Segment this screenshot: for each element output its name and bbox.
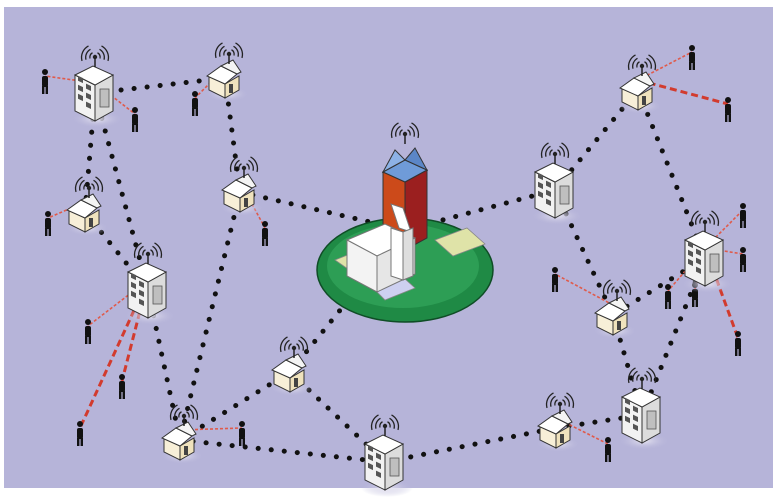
client-link bbox=[44, 75, 96, 84]
antenna-signal-icon bbox=[602, 279, 632, 301]
antenna-signal-icon bbox=[279, 336, 309, 358]
person-icon bbox=[85, 319, 91, 344]
client-link bbox=[94, 82, 136, 115]
person-icon bbox=[665, 284, 671, 309]
antenna-signal-icon bbox=[229, 156, 259, 178]
antenna-signal-icon bbox=[627, 367, 657, 389]
house-icon bbox=[65, 176, 109, 236]
client-link bbox=[667, 247, 706, 292]
person-icon bbox=[552, 267, 558, 292]
person-icon bbox=[605, 437, 611, 462]
mesh-link-n13-n14 bbox=[382, 425, 559, 465]
mesh-link-n3-n4 bbox=[82, 209, 151, 293]
person-icon bbox=[725, 97, 731, 122]
house-icon bbox=[618, 54, 662, 114]
person-icon bbox=[735, 331, 741, 356]
person-icon bbox=[45, 211, 51, 236]
person-icon bbox=[262, 221, 268, 246]
mesh-link-n6-n12 bbox=[177, 369, 293, 443]
person-icon bbox=[132, 107, 138, 132]
person-icon bbox=[77, 421, 83, 446]
nodes-layer bbox=[65, 42, 733, 497]
office-building-icon bbox=[124, 242, 176, 325]
person-icon bbox=[740, 247, 746, 272]
antenna-signal-icon bbox=[627, 54, 657, 76]
office-building-icon bbox=[361, 414, 413, 497]
client-link bbox=[554, 273, 614, 306]
church-tower-icon bbox=[316, 122, 494, 323]
person-icon bbox=[740, 203, 746, 228]
house-icon bbox=[536, 392, 580, 452]
person-icon bbox=[192, 91, 198, 116]
antenna-signal-icon bbox=[80, 45, 110, 67]
person-icon bbox=[239, 421, 245, 446]
central-hub bbox=[316, 122, 494, 323]
person-icon bbox=[119, 374, 125, 399]
mesh-link-n9-n10 bbox=[635, 87, 708, 261]
house-icon bbox=[593, 279, 637, 339]
antenna-signal-icon bbox=[540, 142, 570, 164]
antenna-signal-icon bbox=[545, 392, 575, 414]
antenna-signal-icon bbox=[169, 404, 199, 426]
antenna-signal-icon bbox=[133, 242, 163, 264]
mesh-link-n12-n13 bbox=[287, 369, 388, 465]
office-building-icon bbox=[618, 367, 670, 450]
mesh-link-n8-n9 bbox=[552, 87, 641, 193]
mesh-link-n5-n7 bbox=[237, 189, 408, 233]
antenna-signal-icon bbox=[74, 176, 104, 198]
mesh-link-n10-n11 bbox=[610, 255, 708, 318]
person-icon bbox=[42, 69, 48, 94]
antenna-signal-icon bbox=[370, 414, 400, 436]
antenna-signal-icon bbox=[390, 122, 420, 144]
mesh-link-n1-n4 bbox=[92, 90, 151, 293]
house-icon bbox=[205, 42, 249, 102]
client-link bbox=[704, 209, 744, 249]
office-building-icon bbox=[71, 45, 123, 128]
mesh-link-n1-n2 bbox=[92, 75, 228, 96]
antenna-signal-icon bbox=[690, 210, 720, 232]
mesh-link-n11-n15 bbox=[610, 312, 645, 418]
house-icon bbox=[160, 404, 204, 464]
mesh-link-n6-n13 bbox=[177, 437, 388, 465]
house-icon bbox=[220, 156, 264, 216]
office-building-icon bbox=[531, 142, 583, 225]
person-icon bbox=[689, 45, 695, 70]
office-building-icon bbox=[681, 210, 733, 293]
house-icon bbox=[270, 336, 314, 396]
antenna-signal-icon bbox=[214, 42, 244, 64]
